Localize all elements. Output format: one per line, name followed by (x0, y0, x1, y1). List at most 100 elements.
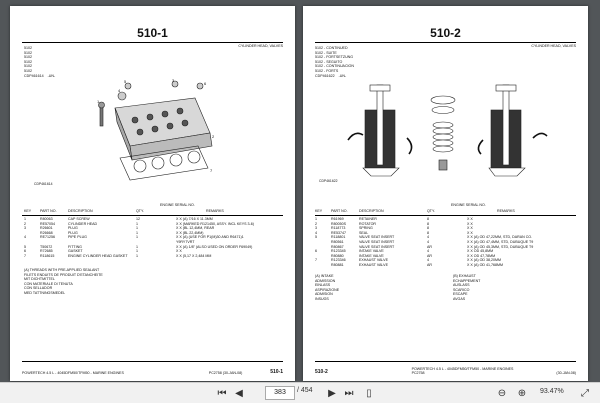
col-remarks-head: REMARKS (497, 209, 515, 213)
fit-page-icon[interactable]: ⤢ (581, 387, 589, 399)
first-page-icon[interactable]: ⏮ (217, 387, 227, 399)
page-510-2: 510-2 CYLINDER HEAD, VALVES 5102 - CONTI… (303, 6, 588, 381)
cell-part: R72685 (40, 249, 53, 254)
cell-key: 7 (24, 253, 26, 258)
cell-desc: CYLINDER HEAD (68, 221, 98, 226)
svg-text:7: 7 (210, 168, 213, 173)
page-510-1: 510-1 CYLINDER HEAD, VALVES 5102 5102 51… (10, 6, 295, 381)
note-line: (A) THREADS WITH PRE-APPLIED SEALANT (24, 268, 100, 272)
cell-desc: EXHAUST VALVE (359, 262, 388, 267)
cell-desc: PLUG (68, 226, 78, 231)
two-page-view-icon[interactable]: ▯ (366, 387, 372, 399)
cell-qty: 8 (427, 217, 429, 221)
col-part-head: PART NO. (331, 209, 348, 213)
cell-rem: X X (A) OD 41,768MM (467, 262, 503, 267)
cell-qty: 4 (427, 258, 429, 263)
cell-key: 6 (24, 249, 26, 254)
code-line: CDP461622 (315, 73, 335, 78)
cell-qty: 1 (136, 230, 138, 235)
col-desc-head: DESCRIPTION (359, 209, 384, 213)
note-line: FILETS ENDUITS DE PRODUIT D'ETANCHEITE (24, 272, 103, 277)
svg-text:5: 5 (124, 79, 127, 84)
footer-right: (30-JAN-08) (556, 371, 576, 375)
cell-qty: AR (427, 244, 432, 249)
code-line: CDP461614 (24, 73, 44, 78)
cell-rem: X X (467, 230, 473, 235)
cell-rem: X X (A) 7/16 X 11.3MM (176, 217, 213, 221)
cell-rem: X X (MARKED R121450, ASSY. INCL KEYS 3-6… (176, 221, 254, 226)
next-page-icon[interactable]: ▶ (328, 387, 336, 399)
code-item: 5102 - FORTSETZUNG (315, 55, 354, 60)
cell-desc: VALVE SEAT INSERT (359, 239, 395, 244)
cell-desc: VALVE SEAT INSERT (359, 244, 395, 249)
code-item: 5102 - CONTINUACION (315, 64, 354, 69)
cell-qty: 8 (427, 221, 429, 226)
notes-block: (A) THREADS WITH PRE-APPLIED SEALANT FIL… (24, 268, 103, 296)
zoom-level[interactable]: 93.47% (540, 388, 564, 395)
code-item: 5102 (24, 46, 32, 50)
col-key-head: KEY (24, 209, 32, 213)
cell-part: R80881 (331, 262, 344, 267)
svg-text:6: 6 (204, 81, 207, 86)
cell-qty: AR (427, 253, 432, 258)
note-line: AUSLASS (453, 283, 470, 288)
zoom-in-icon[interactable]: ⊕ (517, 387, 527, 399)
cell-key: 3 (24, 226, 26, 231)
cell-desc: INTAKE VALVE (359, 253, 384, 258)
cell-desc: PLUG (68, 230, 78, 235)
last-page-icon[interactable]: ⏭ (344, 387, 354, 399)
cell-qty: 1 (136, 235, 138, 240)
cell-rem: X X (A) OD 45,3MM, STD, DUBUQUE T9 (467, 244, 534, 249)
cell-part: RE53747 (331, 230, 346, 235)
cell-part: R118801 (331, 235, 346, 240)
page-number-input[interactable]: 383 (265, 386, 295, 400)
prev-page-icon[interactable]: ◀ (235, 387, 243, 399)
note-line: MIT DICHTMITTEL (24, 277, 55, 282)
note-line: INSUGS (315, 296, 329, 301)
col-engine-head: ENGINE SERIAL NO. (160, 203, 195, 207)
col-remarks-head: REMARKS (206, 209, 224, 213)
cell-part: RE57054 (40, 221, 55, 226)
note-line: ASPIRAZIONE (315, 287, 340, 292)
code-list: 5102 - CONTINUED 5102 - SUITE 5102 - FOR… (315, 46, 354, 78)
cell-part: R80867 (331, 244, 344, 249)
note-line: CON MATERIALE DI TENUTA (24, 281, 73, 286)
code-list: 5102 5102 5102 5102 5102 5102 CDP461614 … (24, 46, 55, 78)
code-item: 5102 (24, 55, 32, 60)
table-row: Y9RY7VRT (24, 240, 284, 245)
cell-part: R61969 (331, 217, 344, 221)
cell-part: RE71256 (40, 235, 55, 240)
note-line: (B) EXHAUST (453, 274, 476, 278)
zoom-out-icon[interactable]: ⊖ (497, 387, 507, 399)
cell-desc: FITTING (68, 244, 82, 249)
cell-rem: X X (467, 221, 473, 226)
divider (315, 42, 576, 43)
divider (22, 215, 283, 216)
cell-key: 3 (315, 226, 317, 231)
cell-rem: X X (A) OD 47,4MM, STD, DUBUQUE T9 (467, 239, 534, 244)
note-line: (A) INTAKE (315, 274, 334, 278)
cell-key: 1 (315, 217, 317, 221)
cell-rem: X X (BL 22,4MM) (176, 230, 204, 235)
footer-page-number: 510-1 (270, 369, 283, 375)
valve-assembly-illustration (347, 84, 548, 177)
cell-key: 5 (24, 244, 26, 249)
cell-key: 6 (315, 249, 317, 254)
col-key-head: KEY (315, 209, 323, 213)
divider (22, 42, 283, 43)
col-desc-head: DESCRIPTION (68, 209, 93, 213)
cell-qty: 1 (136, 249, 138, 254)
col-qty-head: QTY. (136, 209, 144, 213)
